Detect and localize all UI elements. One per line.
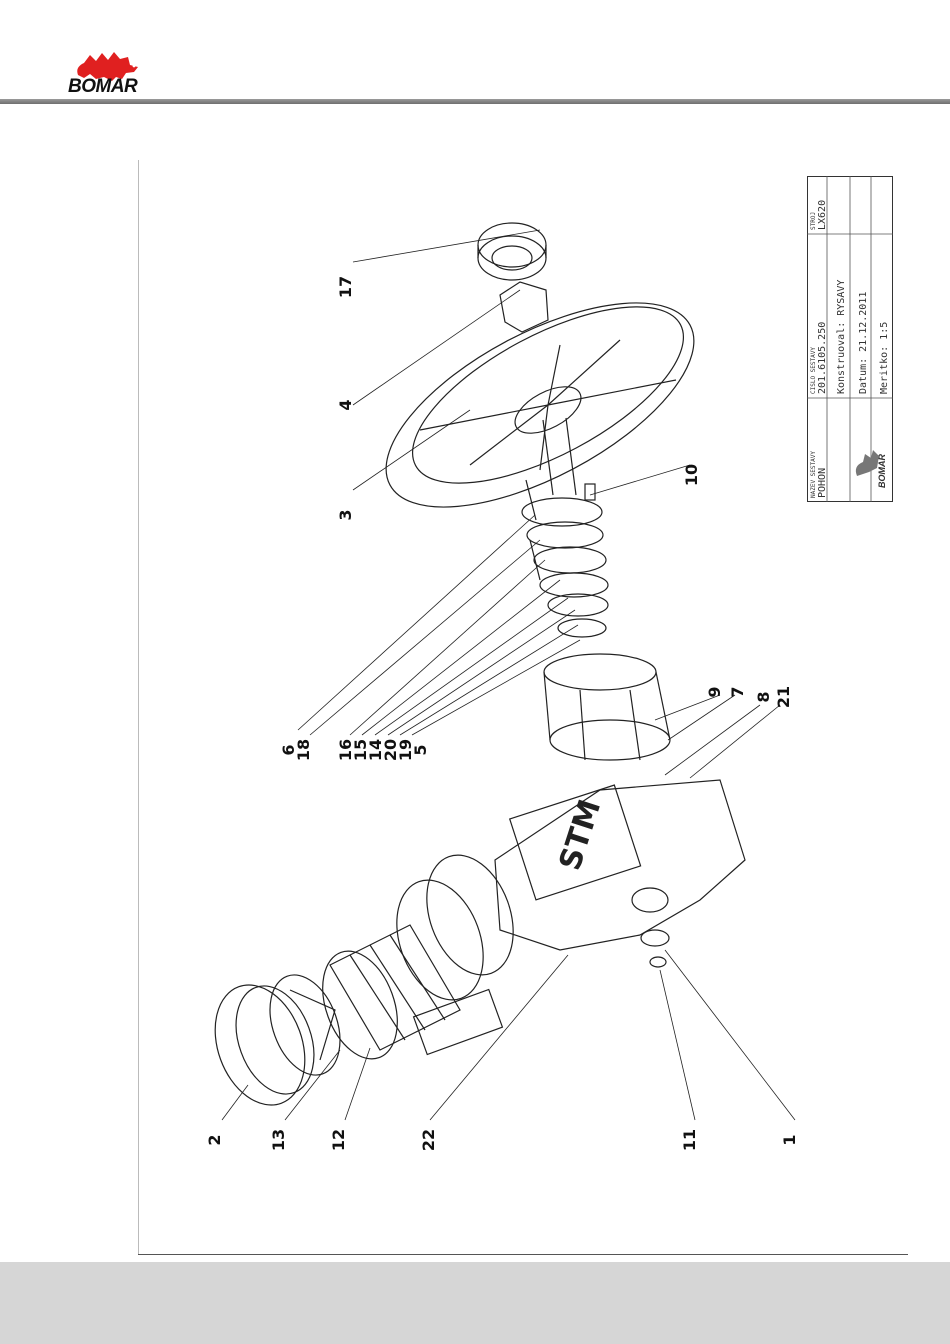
callout-22: 22	[417, 1128, 441, 1152]
callout-9: 9	[703, 680, 727, 704]
part-key	[585, 484, 595, 500]
callout-13: 13	[267, 1128, 291, 1152]
part-gearbox: STM	[495, 780, 745, 950]
tb-machine-value: LX620	[817, 200, 828, 230]
leader-lines	[222, 230, 795, 1120]
svg-text:STM: STM	[553, 795, 609, 874]
callout-17: 17	[334, 275, 358, 299]
callout-18: 18	[292, 738, 316, 762]
tb-scale: Meritko: 1:5	[879, 322, 890, 394]
tb-name-label: NAZEV SESTAVY	[810, 451, 817, 498]
title-block: NAZEV SESTAVY POHON CISLO SESTAVY 201.61…	[807, 176, 893, 502]
part-ring-stack	[522, 480, 608, 637]
callout-2: 2	[203, 1128, 227, 1152]
callout-5: 5	[409, 738, 433, 762]
callout-3: 3	[334, 503, 358, 527]
callout-11: 11	[678, 1128, 702, 1152]
tb-designer: Konstruoval: RYSAVY	[836, 280, 847, 394]
part-bearing-housing	[478, 223, 546, 280]
part-bearing-flange	[544, 654, 670, 760]
tb-number-value: 201.6105.250	[817, 322, 828, 394]
callout-21: 21	[772, 685, 796, 709]
callout-12: 12	[327, 1128, 351, 1152]
callout-4: 4	[334, 393, 358, 417]
tb-name-value: POHON	[817, 468, 828, 498]
tb-date: Datum: 21.12.2011	[858, 292, 869, 394]
tb-machine-label: STROJ	[810, 212, 817, 230]
page-footer	[0, 1262, 950, 1344]
callout-7: 7	[726, 680, 750, 704]
callout-10: 10	[680, 463, 704, 487]
part-pulley-wheel	[356, 262, 724, 549]
part-cap-bolt	[641, 930, 669, 967]
callout-1: 1	[778, 1128, 802, 1152]
part-fan-cover	[199, 972, 328, 1117]
tb-number-label: CISLO SESTAVY	[810, 347, 817, 394]
